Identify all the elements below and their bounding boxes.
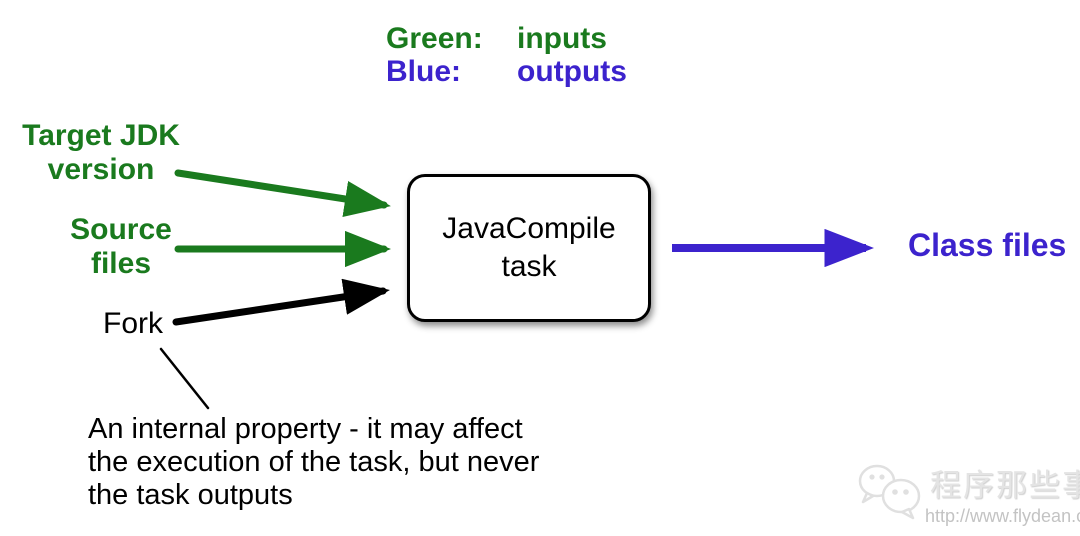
annotation-text: An internal property - it may affect the… [88,413,539,512]
watermark-site-name: 程序那些事 [930,468,1080,503]
target-jdk-line2: version [47,153,155,186]
output-label-class-files: Class files [908,227,1067,263]
input-label-source-files: Source files [40,213,202,281]
legend-row-outputs: Blue: outputs [386,56,627,88]
arrow-target-jdk-to-task [174,169,391,217]
legend-green-value: inputs [517,22,607,55]
target-jdk-line1: Target JDK [22,119,180,152]
javacompile-task-box: JavaCompile task [407,174,651,322]
legend-blue-label: Blue: [386,55,461,88]
input-label-target-jdk: Target JDK version [20,119,182,187]
legend-green-label: Green: [386,22,483,55]
source-files-line1: Source [70,213,172,246]
annotation-line1: An internal property - it may affect [88,413,523,445]
source-files-line2: files [90,247,152,280]
legend-blue-value: outputs [517,55,627,88]
wechat-bubbles-icon [858,464,921,520]
annotation-line2: the execution of the task, but never [88,446,540,478]
annotation-line3: the task outputs [88,479,293,511]
watermark-url: http://www.flydean.com [925,506,1080,526]
legend-row-inputs: Green: inputs [386,23,607,55]
task-box-line1: JavaCompile [442,212,616,245]
arrow-fork-to-task [172,278,390,326]
fork-annotation-leader-line [159,347,210,410]
task-box-line2: task [501,250,557,283]
input-label-fork: Fork [103,307,163,340]
